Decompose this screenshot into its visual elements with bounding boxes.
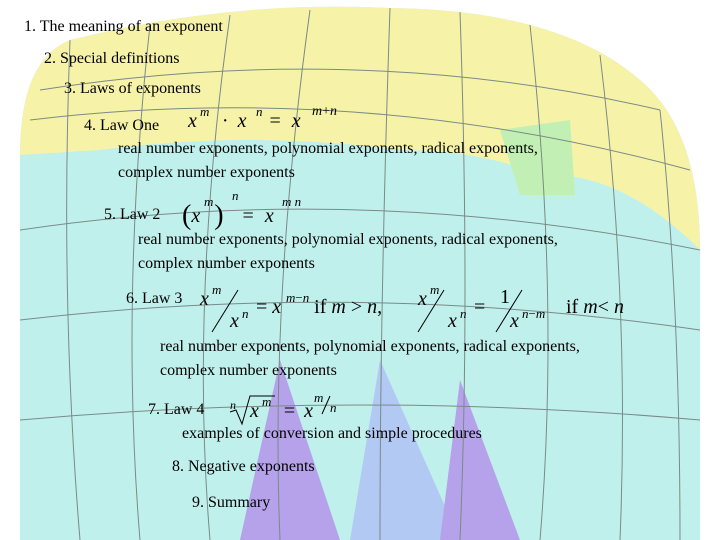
menu-item-law-two[interactable]: 5. Law 2 (104, 206, 161, 223)
law-four-detail: examples of conversion and simple proced… (182, 425, 482, 442)
law-one-detail-2: complex number exponents (118, 164, 295, 181)
law-four-exponent-m: m (314, 390, 324, 405)
menu-item-negative-exponents[interactable]: 8. Negative exponents (172, 458, 315, 475)
law-three-formula-2-condition: if m< n (566, 296, 624, 318)
law-two-detail-1: real number exponents, polynomial expone… (138, 231, 558, 248)
law-three-detail-2: complex number exponents (160, 362, 337, 379)
law-three-detail-1: real number exponents, polynomial expone… (160, 338, 580, 355)
menu-item-law-four[interactable]: 7. Law 4 (148, 401, 205, 418)
law-one-detail-1: real number exponents, polynomial expone… (118, 140, 538, 157)
law-three-formula-2-one: 1 (500, 286, 510, 308)
menu-item-law-one[interactable]: 4. Law One (84, 117, 160, 134)
law-four-root-index: n (230, 398, 236, 412)
law-three-formula-2-equals: = (474, 296, 486, 318)
law-four-exponent-n: n (330, 400, 337, 415)
menu-item-meaning[interactable]: 1. The meaning of an exponent (24, 18, 223, 35)
law-two-detail-2: complex number exponents (138, 255, 315, 272)
menu-item-summary[interactable]: 9. Summary (192, 494, 271, 511)
menu-item-special-definitions[interactable]: 2. Special definitions (44, 50, 180, 67)
menu-item-law-three[interactable]: 6. Law 3 (126, 290, 183, 307)
menu-item-laws-of-exponents[interactable]: 3. Laws of exponents (64, 80, 201, 97)
